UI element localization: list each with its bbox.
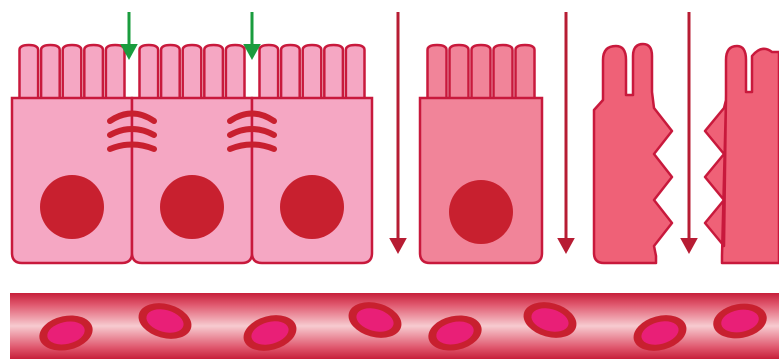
microvilli-icon (138, 45, 246, 100)
intact-epithelium (12, 45, 372, 263)
arrow-head (243, 44, 261, 60)
healthy-cell (252, 45, 372, 263)
damaged-cell (705, 46, 779, 263)
nucleus-icon (449, 180, 513, 244)
damaged-cell (594, 44, 672, 263)
nucleus-icon (160, 175, 224, 239)
arrow-down-icon (243, 12, 261, 60)
arrow-down-icon (389, 12, 407, 254)
healthy-cell (12, 45, 132, 263)
cell-body (705, 46, 779, 263)
arrow-head (680, 238, 698, 254)
microvilli-icon (426, 45, 536, 100)
damaged-cells (594, 44, 779, 263)
nucleus-icon (40, 175, 104, 239)
nucleus-icon (280, 175, 344, 239)
microvilli-icon (18, 45, 126, 100)
arrow-down-icon (557, 12, 575, 254)
arrow-head (389, 238, 407, 254)
microvilli-icon (258, 45, 366, 100)
arrow-head (557, 238, 575, 254)
arrow-down-icon (680, 12, 698, 254)
cell-without-tight-junctions (420, 45, 542, 263)
healthy-cell (132, 45, 252, 263)
cell-body (594, 44, 672, 263)
